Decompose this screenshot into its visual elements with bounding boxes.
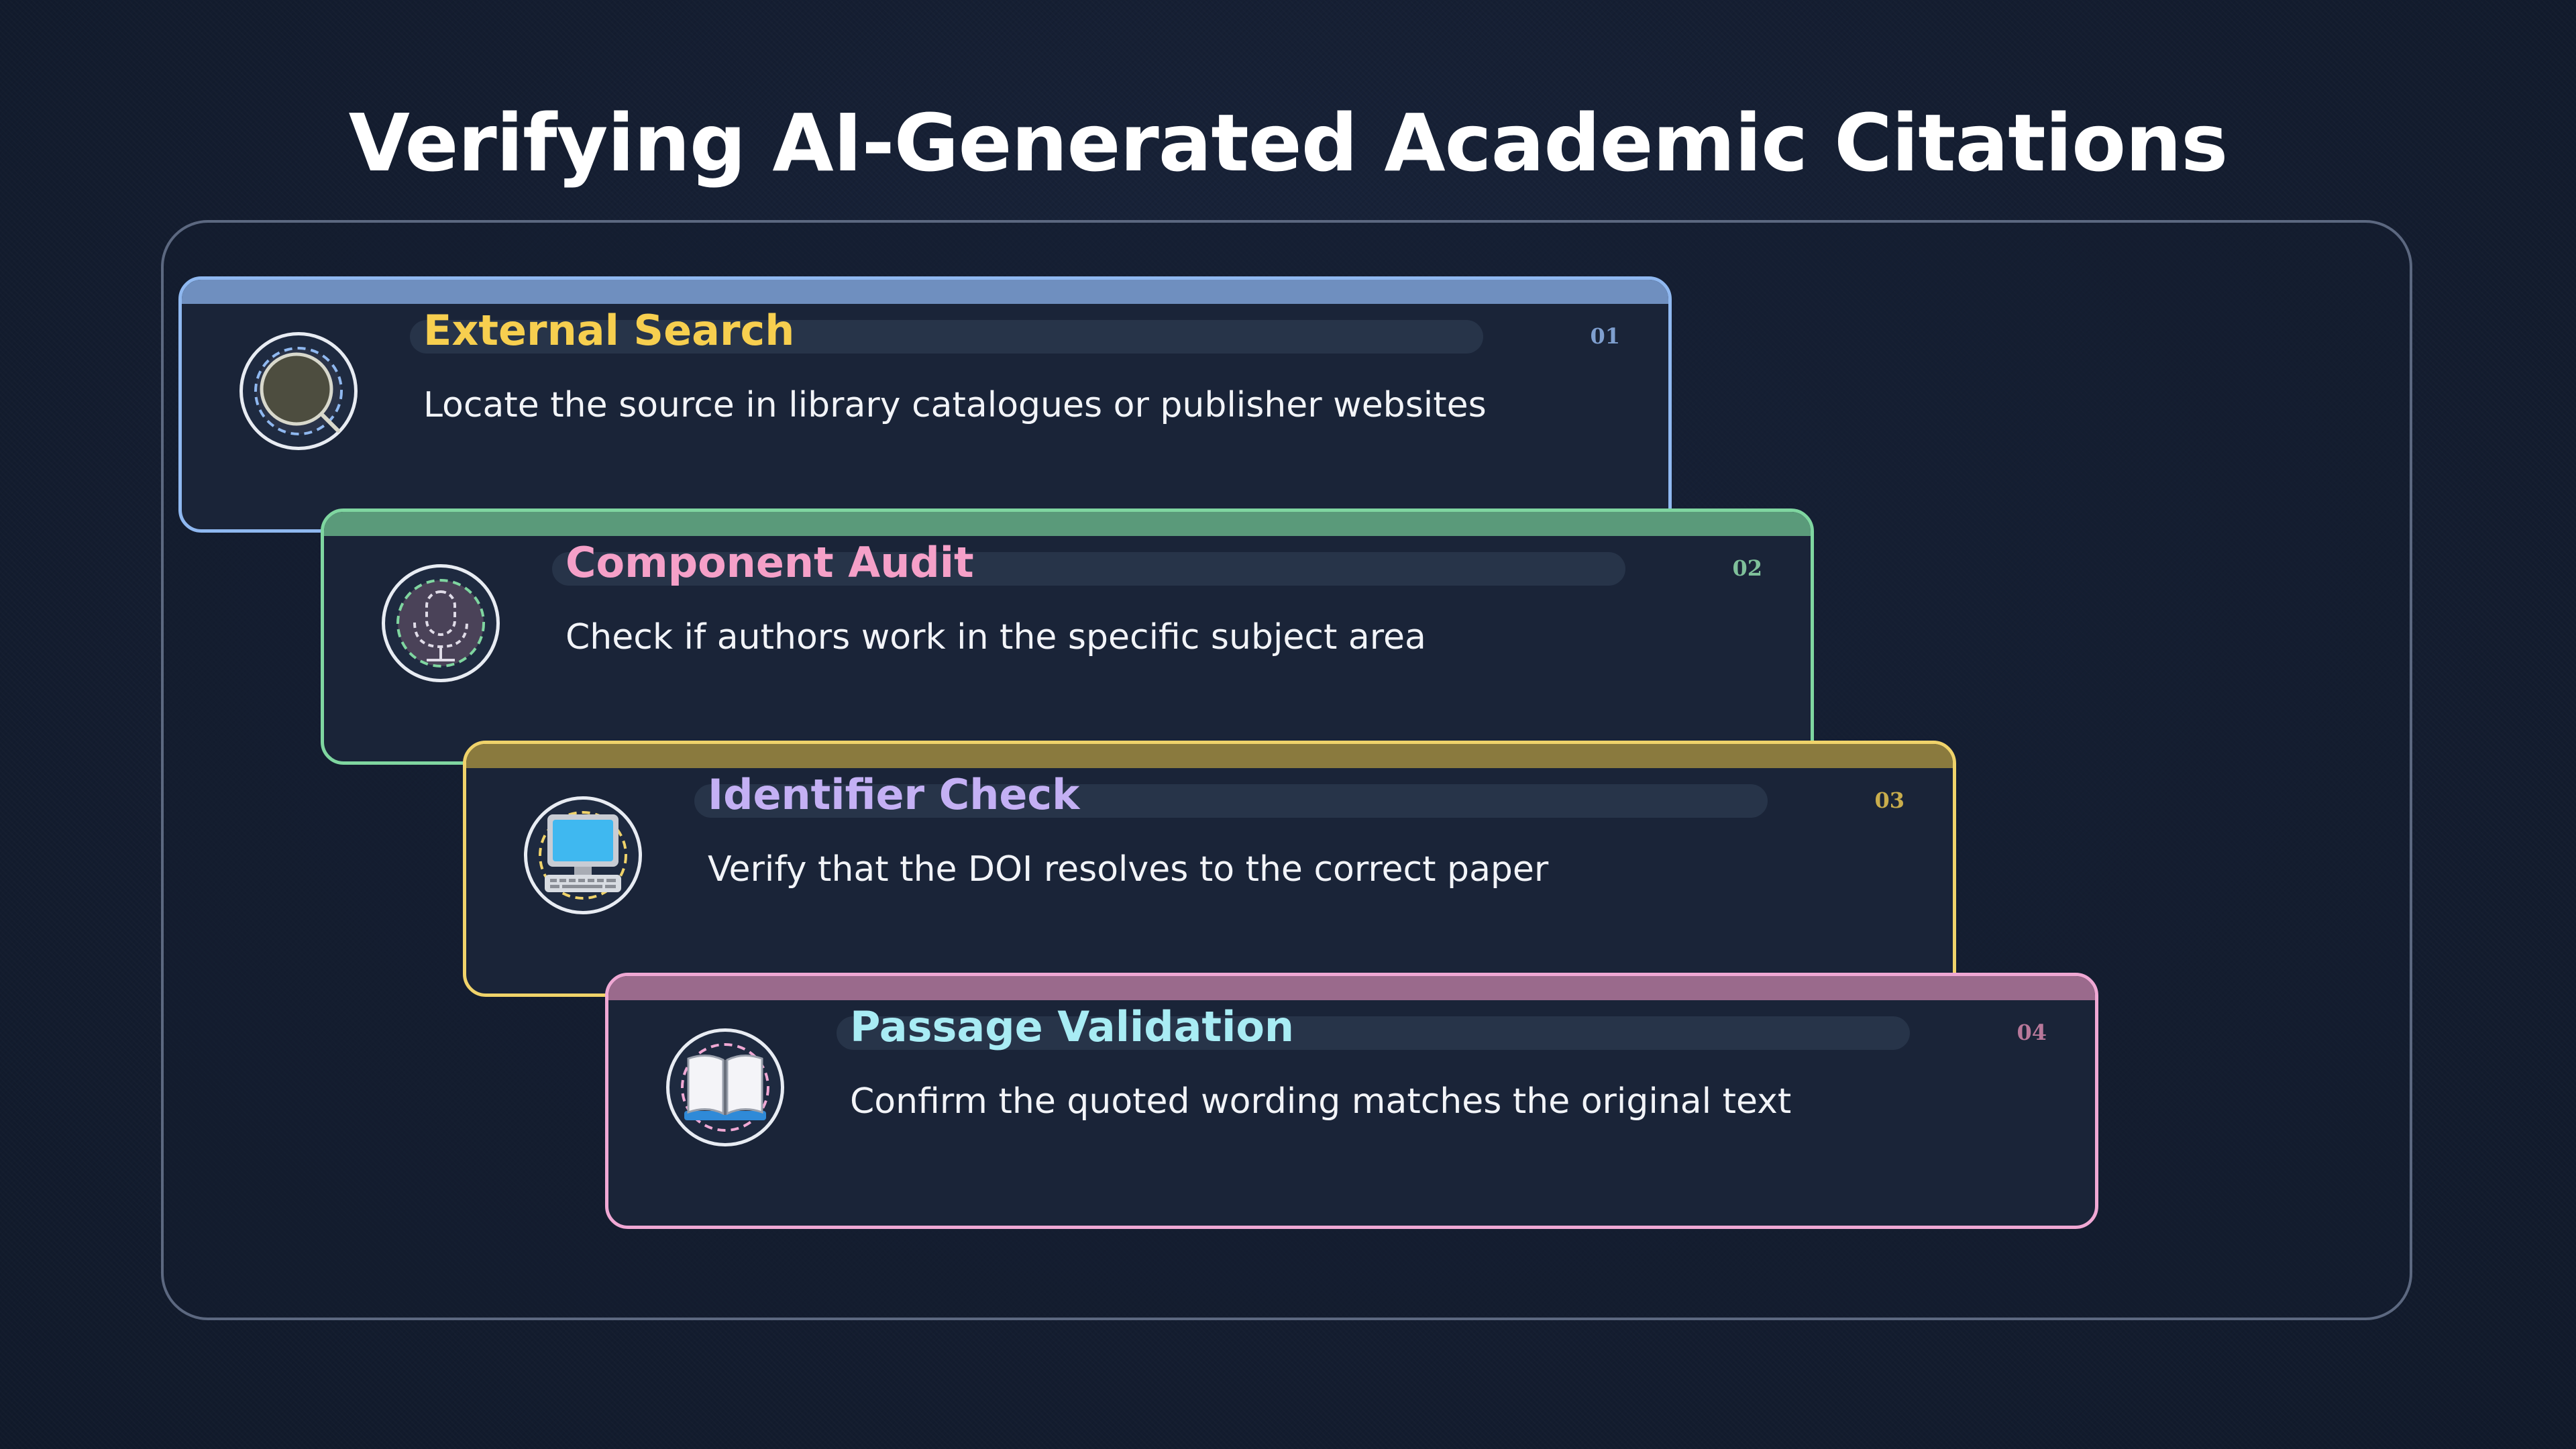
magnifier-icon — [254, 347, 343, 435]
step-description: Confirm the quoted wording matches the o… — [850, 1081, 1792, 1122]
step-icon-badge — [239, 332, 358, 450]
microphone-icon — [396, 579, 485, 667]
step-title-bar — [837, 1016, 1910, 1050]
step-icon-badge — [524, 796, 642, 914]
step-title-bar — [694, 784, 1768, 818]
step-description: Check if authors work in the specific su… — [566, 617, 1426, 657]
step-card-topbar — [466, 744, 1953, 768]
step-card-external-search: External Search Locate the source in lib… — [178, 276, 1672, 533]
step-number: 01 — [1590, 323, 1620, 349]
computer-icon — [539, 811, 627, 900]
step-icon-badge — [382, 564, 500, 682]
open-book-icon — [681, 1043, 769, 1132]
step-number: 02 — [1732, 555, 1762, 581]
step-number: 04 — [2017, 1020, 2047, 1045]
step-title-bar — [410, 320, 1483, 354]
step-card-component-audit: Component Audit Check if authors work in… — [321, 508, 1814, 765]
step-number: 03 — [1874, 788, 1904, 813]
step-title: Identifier Check — [708, 770, 1080, 819]
step-card-topbar — [182, 280, 1668, 304]
step-card-passage-validation: Passage Validation Confirm the quoted wo… — [605, 973, 2098, 1229]
step-card-topbar — [608, 976, 2095, 1000]
page-title: Verifying AI-Generated Academic Citation… — [348, 97, 2229, 189]
step-icon-badge — [666, 1028, 784, 1146]
step-description: Verify that the DOI resolves to the corr… — [708, 849, 1549, 890]
step-description: Locate the source in library catalogues … — [423, 385, 1487, 425]
step-title: Passage Validation — [850, 1002, 1295, 1051]
step-title: Component Audit — [566, 538, 974, 587]
step-card-topbar — [324, 512, 1811, 536]
step-title: External Search — [423, 306, 795, 355]
step-card-identifier-check: Identifier Check Verify that the DOI res… — [463, 741, 1956, 997]
step-title-bar — [552, 552, 1625, 586]
